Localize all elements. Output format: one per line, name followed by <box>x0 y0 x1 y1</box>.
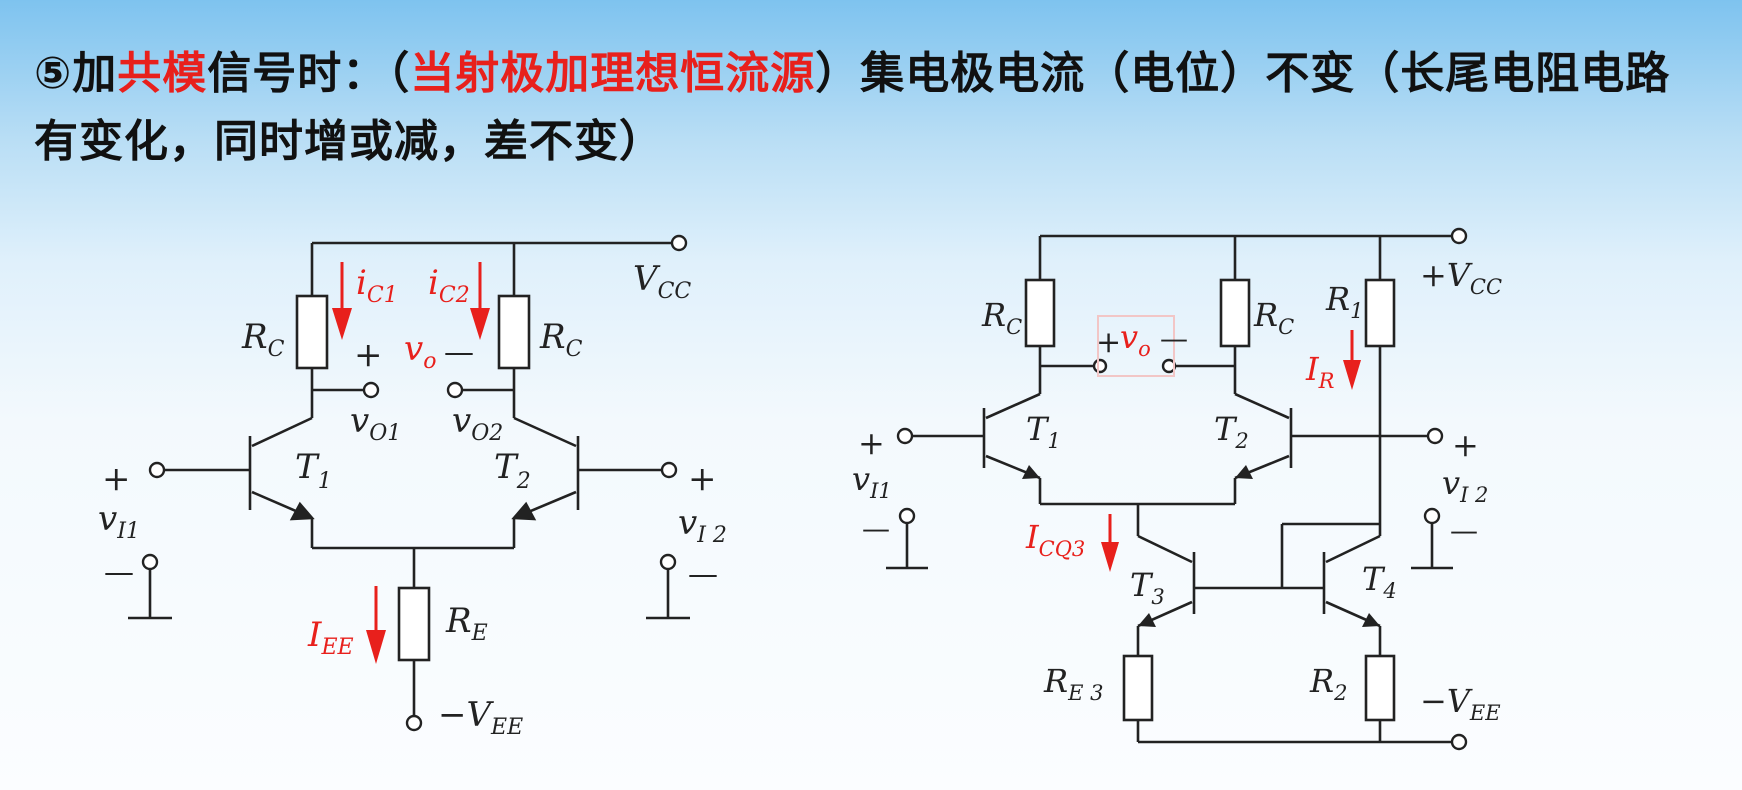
left-ic2-label: iC2 <box>428 263 470 308</box>
right-vo-minus: — <box>1160 322 1188 355</box>
left-ic1-arrow <box>332 308 352 340</box>
right-t4-collector <box>1325 534 1381 564</box>
title-part3: 信号时：（ <box>207 48 411 99</box>
right-vi1-terminal[interactable] <box>896 427 914 445</box>
left-re-label: RE <box>445 601 488 646</box>
right-vi2-label: vI 2 <box>1442 464 1488 507</box>
right-t4-label: T4 <box>1362 560 1397 603</box>
left-vi1-minus: — <box>104 555 134 590</box>
right-vo-highlight-box <box>1097 315 1175 377</box>
left-vo1-terminal[interactable] <box>362 381 380 399</box>
right-r1-label: R1 <box>1325 280 1363 323</box>
right-t1-emitter-arrow <box>1022 465 1040 479</box>
left-t1-label: T1 <box>295 447 332 494</box>
right-icq3-label: ICQ3 <box>1025 518 1085 561</box>
left-vee-label: −VEE <box>438 695 523 740</box>
right-r1-resistor <box>1364 278 1396 348</box>
left-vo2-label: vO2 <box>452 401 503 446</box>
title-part1: ⑤加 <box>34 48 118 99</box>
right-ir-label: IR <box>1305 350 1335 393</box>
left-re-resistor <box>397 586 431 662</box>
left-vi1-ground-terminal[interactable] <box>141 553 159 571</box>
left-vee-terminal[interactable] <box>405 714 423 732</box>
left-circuit: VCC RC RC iC1 iC2 + vo — vO1 vO2 T1 T2 +… <box>98 234 727 740</box>
slide-title: ⑤加共模信号时：（当射极加理想恒流源）集电极电流（电位）不变（长尾电阻电路有变化… <box>34 40 1714 176</box>
left-rc1-label: RC <box>241 317 285 362</box>
right-t4-emitter-arrow <box>1362 613 1380 627</box>
left-t1-collector <box>251 416 313 448</box>
right-vee-terminal[interactable] <box>1450 733 1468 751</box>
right-vi2-minus: — <box>1450 514 1478 547</box>
title-common-mode: 共模 <box>117 48 208 99</box>
right-rc2-resistor <box>1219 278 1251 348</box>
right-vi1-ground-terminal[interactable] <box>898 507 916 525</box>
right-vee-label: −VEE <box>1420 682 1501 725</box>
title-part5: ）集电极电流（电位）不变（长尾电阻电路有变化，同时增或减，差不变） <box>34 48 1671 167</box>
right-rc1-label: RC <box>981 296 1022 339</box>
right-r2-label: R2 <box>1309 662 1347 705</box>
right-r2-resistor <box>1364 654 1396 722</box>
left-iee-arrow <box>366 630 386 664</box>
left-ic2-arrow <box>470 308 490 340</box>
right-t3-label: T3 <box>1130 566 1165 609</box>
left-t1-emitter-arrow <box>289 501 315 521</box>
right-vi1-plus: + <box>858 424 885 462</box>
left-ic1-label: iC1 <box>356 263 398 308</box>
left-vi1-label: vI1 <box>98 499 140 544</box>
right-t3-collector <box>1137 534 1193 564</box>
right-rc1-resistor <box>1024 278 1056 348</box>
left-vi2-label: vI 2 <box>678 503 727 548</box>
left-t2-collector <box>513 416 577 448</box>
right-re3-label: RE 3 <box>1043 662 1103 705</box>
left-vi1-plus: + <box>102 459 131 499</box>
left-iee-label: IEE <box>307 615 354 660</box>
left-t2-emitter-arrow <box>511 501 537 521</box>
right-rc2-label: RC <box>1253 296 1294 339</box>
right-vi1-label: vI1 <box>852 460 892 503</box>
right-t1-collector <box>985 392 1041 420</box>
right-vi2-ground-terminal[interactable] <box>1423 507 1441 525</box>
right-icq3-arrow <box>1101 542 1119 572</box>
right-t1-label: T1 <box>1026 410 1061 453</box>
right-ir-arrow <box>1343 360 1361 390</box>
left-vo2-terminal[interactable] <box>446 381 464 399</box>
left-vi2-minus: — <box>688 557 718 592</box>
left-vi2-terminal[interactable] <box>660 461 678 479</box>
right-vcc-label: +VCC <box>1420 256 1502 299</box>
right-re3-resistor <box>1122 654 1154 722</box>
right-vi2-plus: + <box>1452 426 1479 464</box>
left-vcc-label: VCC <box>633 259 691 304</box>
right-vo-label: vo <box>1120 318 1151 361</box>
left-vo-minus: — <box>444 335 474 370</box>
left-vo-plus: + <box>354 335 383 375</box>
title-ideal-current-source: 当射极加理想恒流源 <box>410 48 816 99</box>
right-t2-collector <box>1234 392 1290 420</box>
right-circuit: +VCC RC RC R1 + vo — IR T1 T2 T3 T4 + vI… <box>852 227 1502 751</box>
left-rc1-resistor <box>295 294 329 370</box>
left-vi1-terminal[interactable] <box>148 461 166 479</box>
left-vcc-terminal[interactable] <box>670 234 688 252</box>
left-t2-label: T2 <box>494 447 531 494</box>
left-vo1-label: vO1 <box>350 401 401 446</box>
left-rc2-label: RC <box>539 317 583 362</box>
right-vo-left-terminal[interactable] <box>1092 358 1108 374</box>
right-t3-emitter-arrow <box>1138 613 1156 627</box>
right-t2-emitter-arrow <box>1235 465 1253 479</box>
right-t2-label: T2 <box>1214 410 1249 453</box>
right-vi2-terminal[interactable] <box>1426 427 1444 445</box>
right-vcc-terminal[interactable] <box>1450 227 1468 245</box>
right-vo-plus: + <box>1096 325 1121 360</box>
left-rc2-resistor <box>497 294 531 370</box>
left-vo-label: vo <box>404 329 436 374</box>
right-vi1-minus: — <box>862 512 890 545</box>
left-vi2-ground-terminal[interactable] <box>659 553 677 571</box>
left-vi2-plus: + <box>688 459 717 499</box>
